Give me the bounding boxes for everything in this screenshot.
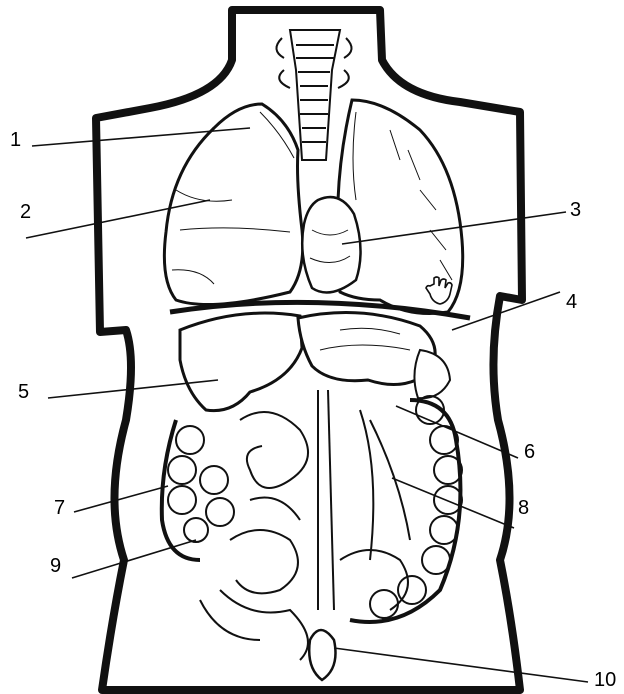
label-5: 5 [18,382,29,402]
heart [302,197,360,292]
label-6: 6 [524,442,535,462]
label-8: 8 [518,498,529,518]
label-7: 7 [54,498,65,518]
label-2: 2 [20,202,31,222]
label-1: 1 [10,130,21,150]
label-10: 10 [594,670,616,690]
label-4: 4 [566,292,577,312]
label-9: 9 [50,556,61,576]
label-3: 3 [570,200,581,220]
